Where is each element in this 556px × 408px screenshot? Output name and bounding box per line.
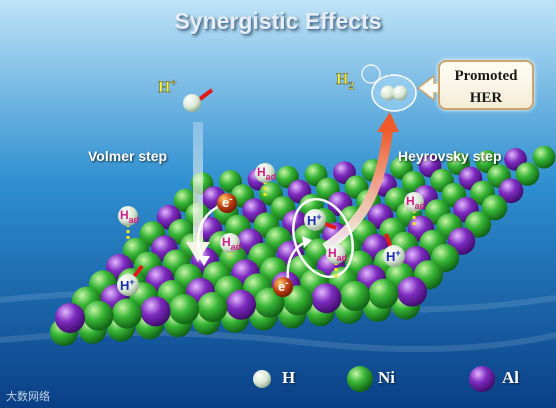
lattice-atom-ni — [112, 298, 142, 329]
had-label: Had — [222, 235, 241, 252]
h2-label: H2 — [336, 71, 354, 92]
ni-al-lattice — [50, 145, 556, 346]
legend-h-label: H — [282, 368, 296, 387]
electron-mark: e- — [278, 278, 289, 294]
legend-ni-sphere — [347, 366, 373, 392]
lattice-atom-ni — [515, 162, 540, 186]
electron-mark: e- — [222, 194, 233, 210]
h-plus-mark: H+ — [120, 277, 135, 293]
lattice-atom-al — [498, 178, 524, 204]
lattice-atom-ni — [481, 194, 508, 221]
promoted-her-box: Promoted HER — [438, 60, 534, 110]
surface-proton-group: H+ H+ H+ — [117, 209, 405, 296]
surface-proton: H+ — [117, 264, 144, 296]
lattice-atom-ni — [340, 281, 370, 311]
lattice-atom-ni — [83, 300, 114, 331]
lattice-atom-ni — [368, 278, 399, 309]
surface-proton: H+ — [304, 209, 337, 231]
heyrovsky-arrow — [322, 112, 399, 253]
volmer-arrow — [186, 122, 210, 262]
legend-ni-label: Ni — [378, 368, 395, 387]
lattice-atom-ni — [169, 294, 199, 325]
diagram-title: Synergistic Effects — [174, 8, 382, 34]
h-plus-label: H+ — [158, 77, 177, 96]
legend-h-sphere — [253, 370, 271, 388]
adsorbed-hydrogen: Had — [255, 163, 276, 198]
adsorbed-hydrogen: Had — [118, 206, 139, 240]
h-plus-mark: H+ — [386, 248, 401, 264]
lattice-atom-ni — [532, 145, 556, 169]
lattice-atom-ni — [197, 292, 228, 322]
adsorbed-hydrogen: Had — [220, 233, 241, 258]
volmer-step-label: Volmer step — [88, 148, 168, 164]
promoted-her-line2: HER — [469, 90, 503, 106]
adsorbed-hydrogen: Had — [404, 192, 425, 225]
adsorbed-hydrogen: Had — [326, 244, 347, 280]
heyrovsky-step-label: Heyrovsky step — [398, 148, 502, 164]
electron-group: e-e- — [217, 193, 293, 297]
surface-proton: H+ — [383, 233, 405, 267]
lattice-atom-ni — [254, 287, 285, 318]
legend-al-label: Al — [502, 368, 519, 387]
electron: e- — [273, 277, 293, 297]
had-label: Had — [406, 194, 425, 211]
lattice-atom-al — [397, 276, 427, 307]
lattice-atom-al — [140, 296, 171, 327]
promoted-her-line1: Promoted — [454, 68, 518, 84]
incoming-proton — [183, 88, 214, 112]
h-plus-mark: H+ — [307, 212, 322, 228]
lattice-atom-ni — [464, 211, 492, 238]
had-label: Had — [257, 165, 276, 182]
watermark: 大数网络 — [6, 391, 50, 403]
lattice-atom-al — [55, 303, 85, 333]
had-label: Had — [328, 246, 347, 263]
electron: e- — [217, 193, 237, 213]
legend-al-sphere — [469, 366, 495, 392]
lattice-atom-al — [226, 289, 256, 320]
had-label: Had — [120, 208, 139, 225]
lattice-atom-al — [311, 283, 342, 314]
h2-molecule — [361, 64, 417, 112]
